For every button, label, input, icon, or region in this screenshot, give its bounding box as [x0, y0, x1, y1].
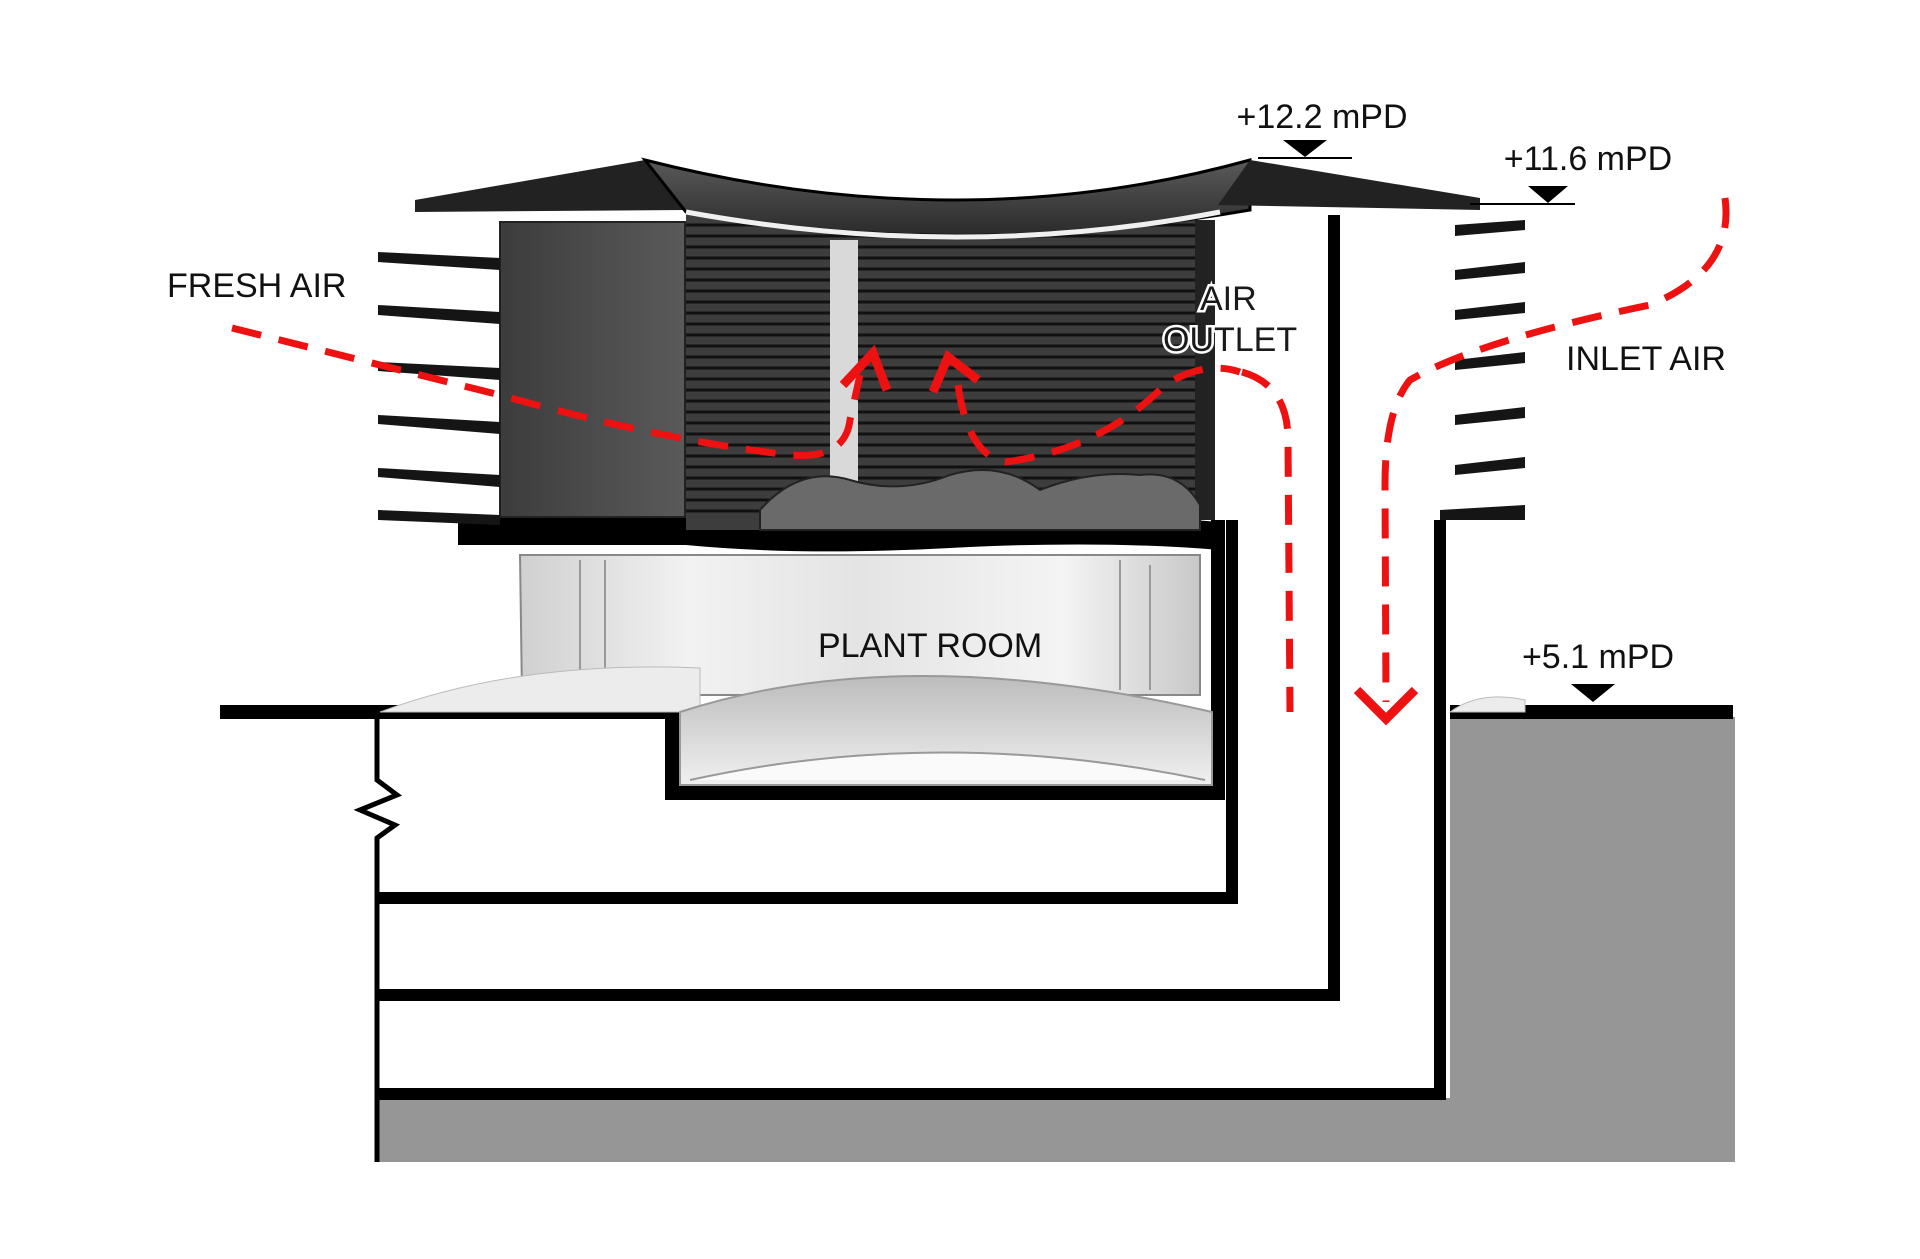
plant-room	[379, 554, 1526, 786]
fresh-air-flow	[231, 324, 864, 460]
ground-mass-bottom	[377, 1098, 1735, 1162]
louvers-right	[1440, 220, 1525, 520]
upper-slab	[458, 515, 686, 545]
plant-equipment	[759, 469, 1201, 531]
level-marker-roof-edge: +11.6 mPD	[1470, 140, 1673, 205]
airflow	[231, 197, 1730, 726]
level-marker-ground: +5.1 mPD	[1522, 638, 1674, 702]
fresh-air-flow-arrowhead	[839, 344, 892, 392]
label-air-outlet-line1: AIR	[1200, 280, 1257, 318]
roof-canopy	[415, 157, 1480, 240]
label-plant-room: PLANT ROOM	[818, 627, 1042, 665]
basement-slab-1	[377, 520, 1238, 904]
inlet-flow	[1381, 197, 1730, 703]
ground-mass-right	[1450, 717, 1735, 1162]
level-marker-roof-top: +12.2 mPD	[1236, 98, 1408, 159]
level-label-roof-top: +12.2 mPD	[1236, 98, 1407, 136]
exhaust-flow	[1240, 368, 1294, 713]
label-air-outlet-line2: OUTLET	[1163, 321, 1297, 359]
level-label-roof-edge: +11.6 mPD	[1504, 140, 1673, 178]
basement-slab-2	[377, 215, 1340, 1001]
label-fresh-air: FRESH AIR	[167, 267, 346, 305]
retaining-wall	[353, 718, 403, 1162]
supply-flow-arrowhead	[928, 349, 981, 394]
label-inlet-air: INLET AIR	[1566, 340, 1726, 378]
level-label-ground: +5.1 mPD	[1522, 638, 1674, 676]
louvers-left	[378, 252, 500, 525]
basement-slab-3	[377, 520, 1446, 1100]
left-wall-panel	[499, 221, 686, 518]
inlet-flow-arrowhead	[1353, 686, 1419, 726]
supply-flow	[954, 364, 1242, 466]
